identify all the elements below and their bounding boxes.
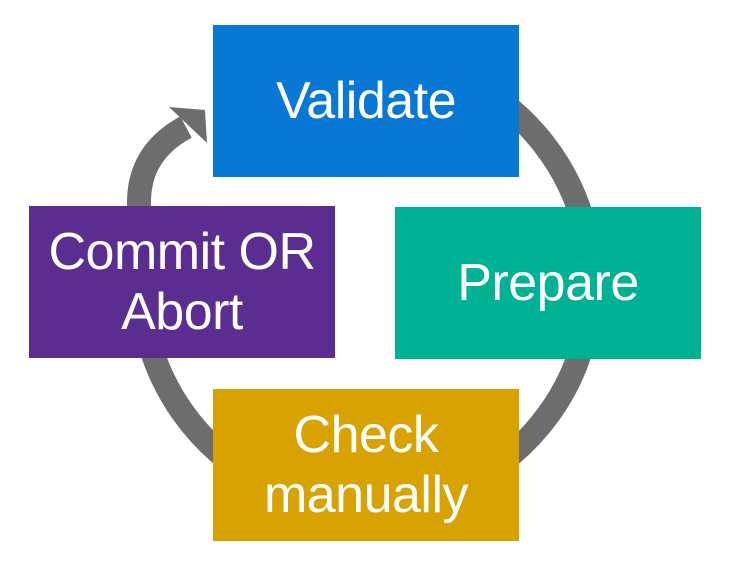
node-validate: Validate	[213, 25, 519, 177]
node-validate-label: Validate	[275, 71, 457, 130]
cycle-arrow-tail	[127, 116, 193, 220]
node-check-manually-label: Check manually	[263, 405, 469, 524]
node-prepare-label: Prepare	[457, 253, 639, 312]
node-commit-or-abort: Commit OR Abort	[29, 206, 335, 358]
node-prepare: Prepare	[395, 207, 701, 359]
node-commit-or-abort-label: Commit OR Abort	[48, 222, 316, 341]
cycle-arrowhead-icon	[169, 107, 207, 143]
node-check-manually: Check manually	[213, 389, 519, 541]
